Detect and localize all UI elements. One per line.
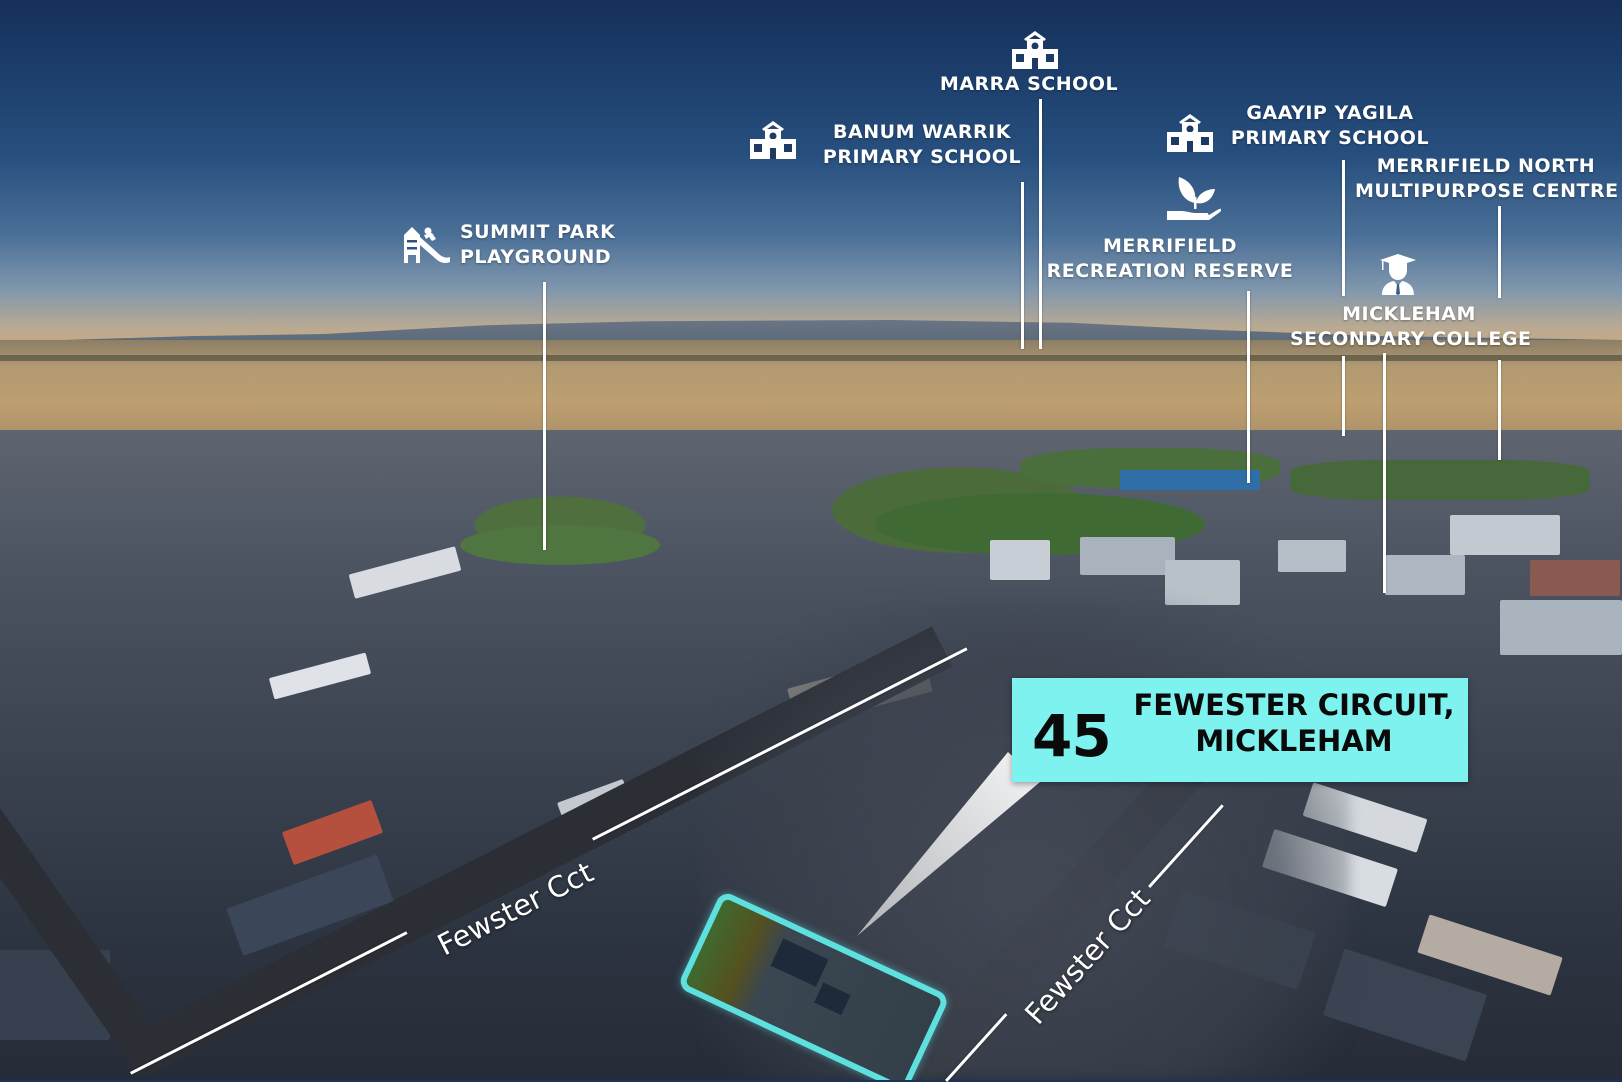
- poi-leader-line: [1498, 206, 1501, 298]
- poi-label-line1: SUMMIT PARK: [460, 221, 616, 243]
- poi-leader-line: [1342, 356, 1345, 436]
- poi-leader-line: [1498, 360, 1501, 460]
- tennis-courts: [1120, 470, 1260, 490]
- far-field: [1290, 460, 1590, 500]
- poi-label-marra-school: MARRA SCHOOL: [939, 73, 1119, 95]
- poi-leader-line: [1039, 99, 1042, 349]
- poi-label-line2: MULTIPURPOSE CENTRE: [1355, 180, 1619, 202]
- school-building: [1165, 560, 1240, 605]
- school-building: [1530, 560, 1620, 596]
- poi-label-merrifield-north-multipurpose-centre: MERRIFIELD NORTH MULTIPURPOSE CENTRE: [1355, 154, 1619, 204]
- address-callout: 45 FEWESTER CIRCUIT, MICKLEHAM: [1012, 678, 1468, 782]
- poi-label-gaayip-yagila-primary-school: GAAYIP YAGILA PRIMARY SCHOOL: [1222, 101, 1438, 151]
- poi-leader-line: [1247, 291, 1250, 483]
- playground-slide-icon: [404, 227, 450, 263]
- poi-leader-line: [1383, 353, 1386, 593]
- poi-label-line2: SECONDARY COLLEGE: [1290, 328, 1532, 350]
- poi-label-line1: BANUM WARRIK: [833, 121, 1011, 143]
- poi-label-line1: GAAYIP YAGILA: [1246, 102, 1414, 124]
- school-icon: [1167, 114, 1213, 152]
- school-icon: [1012, 31, 1058, 69]
- school-icon: [750, 121, 796, 159]
- school-building: [1278, 540, 1346, 572]
- poi-label-mickleham-secondary-college: MICKLEHAM SECONDARY COLLEGE: [1290, 302, 1532, 352]
- poi-label-line1: MICKLEHAM: [1342, 303, 1476, 325]
- poi-leader-line: [1342, 160, 1345, 296]
- graduate-icon: [1380, 254, 1416, 295]
- poi-label-line2: PRIMARY SCHOOL: [822, 146, 1022, 168]
- school-building: [1385, 555, 1465, 595]
- poi-label-banum-warrik-primary-school: BANUM WARRIK PRIMARY SCHOOL: [806, 120, 1038, 170]
- park-green: [460, 525, 660, 565]
- poi-label-line2: RECREATION RESERVE: [1046, 260, 1294, 282]
- school-building: [1500, 600, 1622, 655]
- street-name: FEWESTER CIRCUIT,: [1133, 688, 1455, 722]
- poi-label-line2: PRIMARY SCHOOL: [1230, 127, 1430, 149]
- poi-label-merrifield-recreation-reserve: MERRIFIELD RECREATION RESERVE: [1036, 234, 1304, 284]
- poi-leader-line: [543, 282, 546, 550]
- plant-in-hand-icon: [1167, 177, 1221, 220]
- poi-label-line2: PLAYGROUND: [460, 246, 612, 268]
- school-building: [990, 540, 1050, 580]
- poi-leader-line: [1021, 182, 1024, 349]
- poi-label-line1: MERRIFIELD NORTH: [1376, 155, 1596, 177]
- poi-label-summit-park-playground: SUMMIT PARK PLAYGROUND: [460, 220, 650, 270]
- poi-label-line1: MERRIFIELD: [1102, 235, 1238, 257]
- tree-line: [0, 355, 1622, 361]
- school-building: [1450, 515, 1560, 555]
- street-number: 45: [1032, 702, 1112, 770]
- sky: [0, 0, 1622, 345]
- suburb-name: MICKLEHAM: [1195, 724, 1393, 758]
- school-building: [1080, 537, 1175, 575]
